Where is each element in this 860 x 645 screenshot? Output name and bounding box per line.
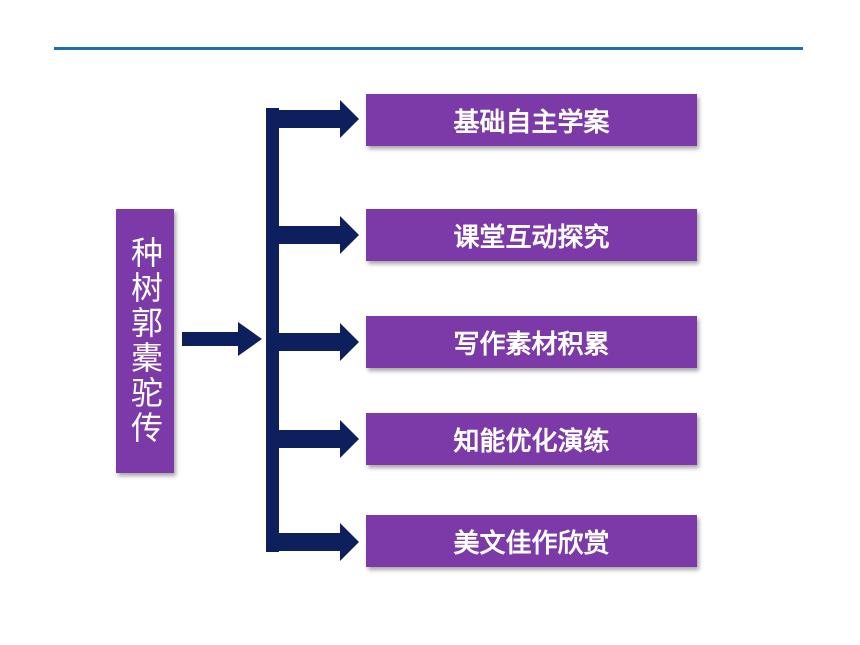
lesson-title: 种树郭橐驼传 bbox=[126, 236, 164, 446]
branch-arrow-4 bbox=[279, 420, 359, 458]
menu-item-practice[interactable]: 知能优化演练 bbox=[366, 413, 697, 465]
menu-item-classroom-inquiry[interactable]: 课堂互动探究 bbox=[366, 209, 697, 261]
menu-item-essay-appreciation[interactable]: 美文佳作欣赏 bbox=[366, 515, 697, 567]
menu-item-basic-study[interactable]: 基础自主学案 bbox=[366, 94, 697, 146]
branch-arrow-1 bbox=[279, 100, 359, 138]
top-divider-line bbox=[54, 47, 803, 50]
lesson-title-box: 种树郭橐驼传 bbox=[116, 209, 174, 473]
branch-arrow-3 bbox=[279, 323, 359, 361]
branch-arrow-2 bbox=[279, 216, 359, 254]
menu-item-writing-material[interactable]: 写作素材积累 bbox=[366, 316, 697, 368]
bracket-bar bbox=[266, 108, 279, 552]
main-arrow bbox=[182, 322, 262, 356]
branch-arrow-5 bbox=[279, 523, 359, 561]
